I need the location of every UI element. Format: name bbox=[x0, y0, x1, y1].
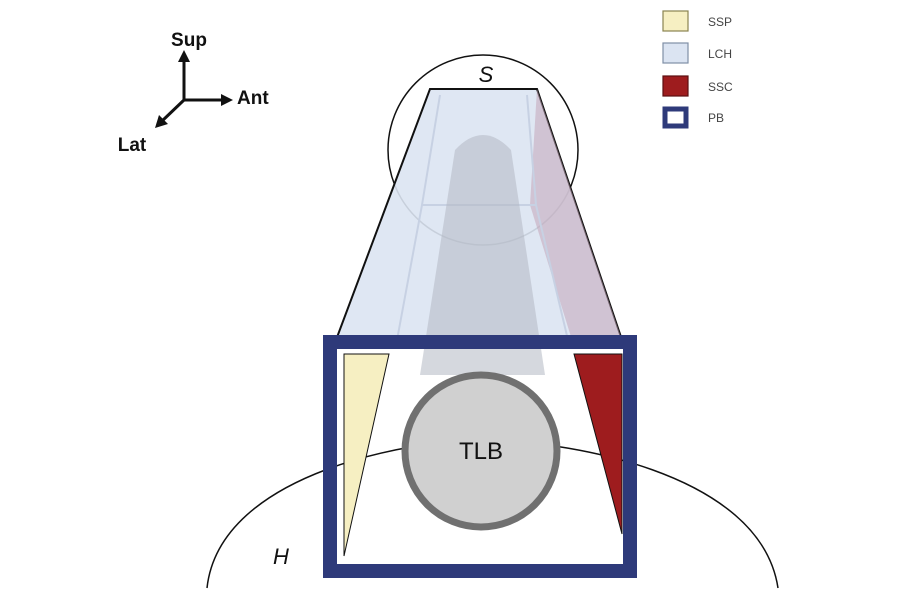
ssc-tendon bbox=[573, 353, 623, 535]
legend-swatch-ssc bbox=[662, 75, 689, 97]
tlb-label: TLB bbox=[459, 438, 503, 465]
humerus-label: H bbox=[273, 544, 289, 569]
ant-arrowhead-icon bbox=[221, 94, 233, 106]
legend-swatch-pb bbox=[662, 106, 689, 129]
legend-swatch-ssp bbox=[662, 10, 689, 32]
lat-label: Lat bbox=[118, 135, 147, 156]
scapula-label: S bbox=[479, 62, 494, 87]
tendon-shadow bbox=[420, 135, 545, 375]
tlb-cross-section bbox=[401, 371, 561, 531]
legend-label-ssc: SSC bbox=[708, 80, 733, 94]
legend-label-ssp: SSP bbox=[708, 15, 732, 29]
legend-label-pb: PB bbox=[708, 111, 724, 125]
orientation-axes: Sup Ant Lat bbox=[118, 30, 270, 156]
ssp-tendon bbox=[343, 353, 390, 557]
lat-arrowhead-icon bbox=[155, 115, 168, 128]
pulley-frame bbox=[323, 335, 637, 578]
sup-arrowhead-icon bbox=[178, 50, 190, 62]
legend-swatch-lch bbox=[662, 42, 689, 64]
ant-label: Ant bbox=[237, 88, 269, 109]
lat-axis-line bbox=[159, 98, 186, 124]
sup-label: Sup bbox=[171, 30, 207, 51]
legend: SSP LCH SSC PB bbox=[662, 10, 733, 129]
legend-label-lch: LCH bbox=[708, 47, 732, 61]
